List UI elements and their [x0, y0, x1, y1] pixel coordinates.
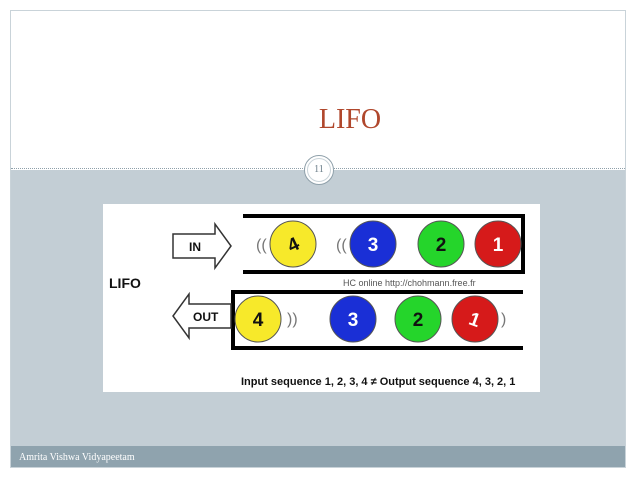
output-ball-3-label: 3	[348, 310, 359, 331]
input-ball-2: 2	[417, 220, 465, 268]
in-label: IN	[189, 240, 201, 254]
slide-frame	[10, 10, 626, 468]
page-number-badge	[304, 155, 334, 185]
title-area	[11, 11, 625, 169]
motion-marks-icon: ))	[287, 311, 298, 328]
output-tube	[231, 290, 523, 350]
output-ball-2-label: 2	[413, 310, 424, 331]
output-ball-3: 3	[329, 295, 377, 343]
input-ball-1: 1	[474, 220, 522, 268]
footer-text: Amrita Vishwa Vidyapeetam	[19, 452, 135, 463]
page-number: 11	[314, 164, 324, 175]
output-ball-2: 2	[394, 295, 442, 343]
input-ball-1-label: 1	[493, 235, 504, 256]
watermark-text: HC online http://chohmann.free.fr	[343, 278, 476, 288]
input-ball-4: 4	[269, 220, 317, 268]
input-ball-3-label: 3	[368, 235, 379, 256]
diagram-label: LIFO	[109, 275, 141, 291]
output-ball-1: 1	[451, 295, 499, 343]
page-number-ring	[307, 158, 331, 182]
motion-marks-icon: ((	[256, 237, 267, 254]
in-arrow-icon	[172, 221, 232, 271]
diagram-caption: Input sequence 1, 2, 3, 4 ≠ Output seque…	[241, 376, 515, 388]
input-ball-2-label: 2	[436, 235, 447, 256]
input-tube	[243, 214, 525, 274]
out-label: OUT	[193, 310, 219, 324]
output-ball-4: 4	[234, 295, 282, 343]
out-arrow-icon	[172, 291, 232, 341]
output-ball-4-label: 4	[253, 310, 264, 331]
lifo-diagram: IN OUT LIFO (( (( )) ) 4 3 2 1 HC online…	[103, 204, 540, 392]
motion-marks-icon: ((	[336, 237, 347, 254]
footer-bar	[11, 446, 625, 467]
motion-marks-icon: )	[501, 311, 506, 328]
input-ball-3: 3	[349, 220, 397, 268]
slide-title: LIFO	[318, 104, 382, 135]
